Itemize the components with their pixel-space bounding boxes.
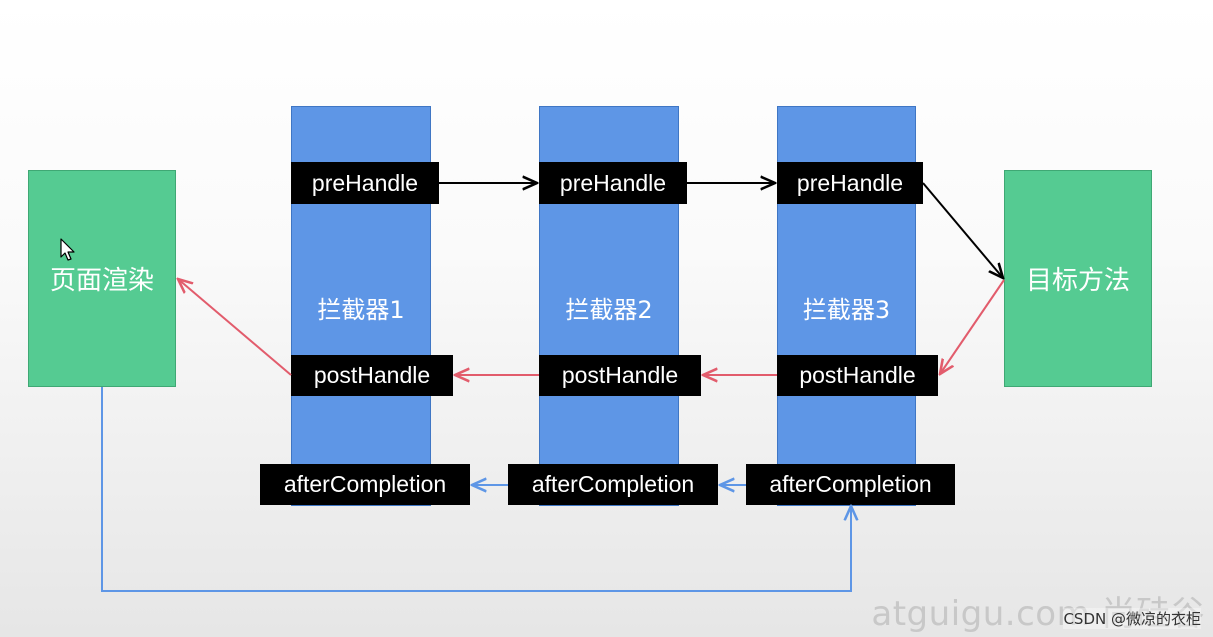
posthandle-label-3: postHandle: [777, 355, 938, 396]
target-method-box: 目标方法: [1004, 170, 1152, 387]
aftercompletion-label-2: afterCompletion: [508, 464, 718, 505]
target-method-label: 目标方法: [1025, 266, 1130, 296]
mouse-cursor-icon: [60, 238, 75, 261]
posthandle-arrow-from-target: [940, 279, 1005, 374]
csdn-credit: CSDN @微凉的衣柜: [1063, 608, 1201, 629]
aftercompletion-label-1: afterCompletion: [260, 464, 470, 505]
prehandle-arrow-to-target: [922, 182, 1003, 278]
interceptor-label-2: 拦截器2: [565, 296, 653, 324]
page-render-box: 页面渲染: [28, 170, 176, 387]
prehandle-label-1: preHandle: [291, 162, 439, 204]
prehandle-label-3: preHandle: [777, 162, 923, 204]
posthandle-label-1: postHandle: [291, 355, 453, 396]
aftercompletion-return-path: [101, 387, 851, 592]
atguigu-watermark: atguigu.com 尚硅谷: [871, 594, 1205, 634]
posthandle-label-2: postHandle: [539, 355, 701, 396]
aftercompletion-label-3: afterCompletion: [746, 464, 955, 505]
interceptor-label-3: 拦截器3: [802, 296, 891, 324]
page-render-label: 页面渲染: [49, 266, 154, 296]
prehandle-label-2: preHandle: [539, 162, 687, 204]
posthandle-arrow-to-render: [178, 279, 292, 376]
interceptor-label-1: 拦截器1: [317, 296, 405, 324]
